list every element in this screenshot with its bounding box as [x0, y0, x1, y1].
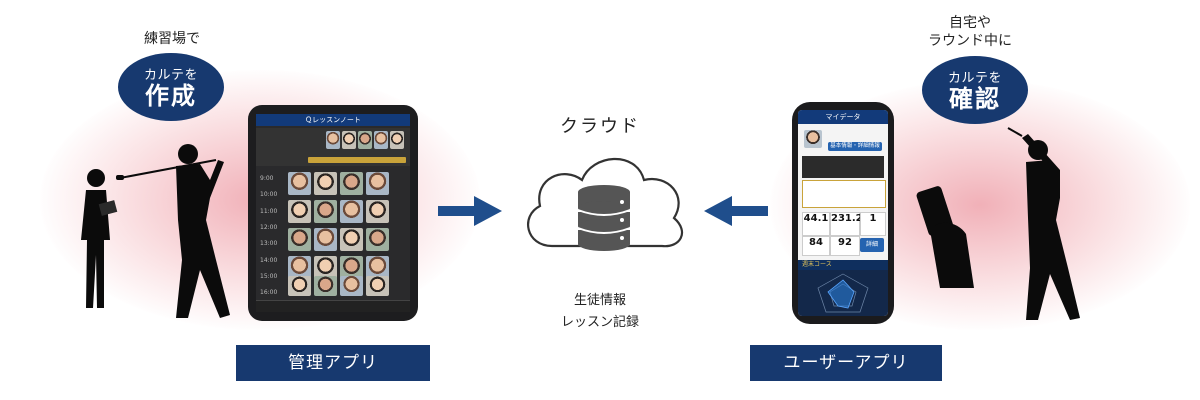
- student-face-thumb[interactable]: [288, 172, 311, 195]
- stat-value-1: 44.1: [803, 213, 829, 224]
- arrow-right-icon: [438, 196, 502, 226]
- coach-golfer-silhouette-icon: [81, 144, 230, 318]
- radar-chart-icon: [817, 273, 869, 313]
- right-caption: 自宅や ラウンド中に: [900, 14, 1040, 50]
- student-face-thumb[interactable]: [366, 276, 389, 296]
- course-bar: 週末コース: [798, 260, 888, 270]
- tablet-row-label: 9:00: [260, 175, 274, 182]
- cloud-title: クラウド: [560, 116, 640, 137]
- cloud-label-student-info: 生徒情報: [573, 293, 626, 308]
- stat-cell-2: 231.2: [830, 212, 863, 236]
- tablet-yellow-button[interactable]: [308, 157, 406, 163]
- stat-value-5: 92: [838, 237, 852, 248]
- student-face-thumb[interactable]: [314, 256, 337, 279]
- right-caption-line1: 自宅や: [949, 15, 991, 31]
- stat-value-3: 1: [869, 213, 877, 224]
- tablet-row-label: 12:00: [260, 223, 278, 231]
- stat-value-2: 231.2: [831, 213, 863, 224]
- tablet-bottom-nav: [256, 300, 410, 312]
- user-app-label: ユーザーアプリ: [750, 345, 942, 381]
- arrow-left-icon: [704, 196, 768, 226]
- radar-panel: [798, 270, 888, 316]
- student-face-thumb[interactable]: [288, 256, 311, 279]
- student-face-thumb[interactable]: [326, 131, 340, 149]
- student-face-thumb[interactable]: [314, 276, 337, 296]
- tablet-row-label: 10:00: [260, 191, 278, 199]
- left-caption: 練習場で: [144, 31, 200, 47]
- student-face-thumb[interactable]: [342, 131, 356, 149]
- phone-info-panel: [802, 180, 886, 208]
- confirm-bubble-small-text: カルテを: [947, 71, 1002, 86]
- cloud-label-lesson-record: レッスン記録: [560, 315, 639, 330]
- student-face-thumb[interactable]: [366, 256, 389, 279]
- confirm-karte-bubble: カルテを 確認: [922, 56, 1028, 124]
- student-face-thumb[interactable]: [366, 200, 389, 223]
- admin-app-label: 管理アプリ: [236, 345, 430, 381]
- student-face-thumb[interactable]: [288, 228, 311, 251]
- stat-value-4: 84: [809, 237, 823, 248]
- student-face-thumb[interactable]: [340, 228, 363, 251]
- student-face-thumb[interactable]: [374, 131, 388, 149]
- admin-tablet: Ｑレッスンノート 9:00 10:00 11:00 12:00 13:00 14:00 15…: [248, 105, 418, 321]
- hand-phone-golfer-silhouette-icon: [916, 127, 1080, 320]
- detail-button[interactable]: 詳細: [860, 238, 884, 252]
- phone-title-bar: マイデータ: [798, 110, 888, 124]
- phone-dark-panel: [802, 156, 884, 178]
- stat-cell-3: 1: [860, 212, 886, 236]
- student-face-thumb[interactable]: [340, 200, 363, 223]
- student-face-thumb[interactable]: [314, 200, 337, 223]
- cloud-database-icon: [527, 157, 684, 251]
- tablet-row-label: 14:00: [260, 256, 278, 264]
- student-face-thumb[interactable]: [314, 228, 337, 251]
- cloud-data-labels: 生徒情報 レッスン記録: [540, 290, 660, 334]
- student-face-thumb[interactable]: [340, 276, 363, 296]
- basic-info-button[interactable]: 基本情報・詳細情報: [828, 142, 882, 151]
- tablet-row-label: 16:00: [260, 289, 278, 297]
- student-face-thumb[interactable]: [288, 200, 311, 223]
- avatar: [804, 130, 822, 148]
- stat-cell-4: 84: [802, 236, 830, 256]
- student-face-thumb[interactable]: [288, 276, 311, 296]
- tablet-row-label: 11:00: [260, 207, 278, 215]
- stat-cell-1: 44.1: [802, 212, 830, 236]
- tablet-row-label: 13:00: [260, 240, 278, 248]
- tablet-title-bar: Ｑレッスンノート: [256, 114, 410, 126]
- student-face-thumb[interactable]: [390, 131, 404, 149]
- tablet-screen: Ｑレッスンノート 9:00 10:00 11:00 12:00 13:00 14:00 15…: [256, 114, 410, 312]
- student-face-thumb[interactable]: [340, 172, 363, 195]
- student-face-thumb[interactable]: [358, 131, 372, 149]
- tablet-row-label: 15:00: [260, 272, 278, 280]
- confirm-bubble-big-text: 確認: [949, 85, 1001, 113]
- student-face-thumb[interactable]: [314, 172, 337, 195]
- student-face-thumb[interactable]: [366, 172, 389, 195]
- create-bubble-big-text: 作成: [145, 82, 197, 110]
- create-karte-bubble: カルテを 作成: [118, 53, 224, 121]
- student-face-thumb[interactable]: [340, 256, 363, 279]
- stat-cell-5: 92: [830, 236, 860, 256]
- right-caption-line2: ラウンド中に: [928, 33, 1012, 49]
- student-face-thumb[interactable]: [366, 228, 389, 251]
- phone-screen: マイデータ 基本情報・詳細情報 44.1 231.2 1 84 92 詳細 週末…: [798, 110, 888, 316]
- create-bubble-small-text: カルテを: [143, 68, 198, 83]
- user-smartphone: マイデータ 基本情報・詳細情報 44.1 231.2 1 84 92 詳細 週末…: [792, 102, 894, 324]
